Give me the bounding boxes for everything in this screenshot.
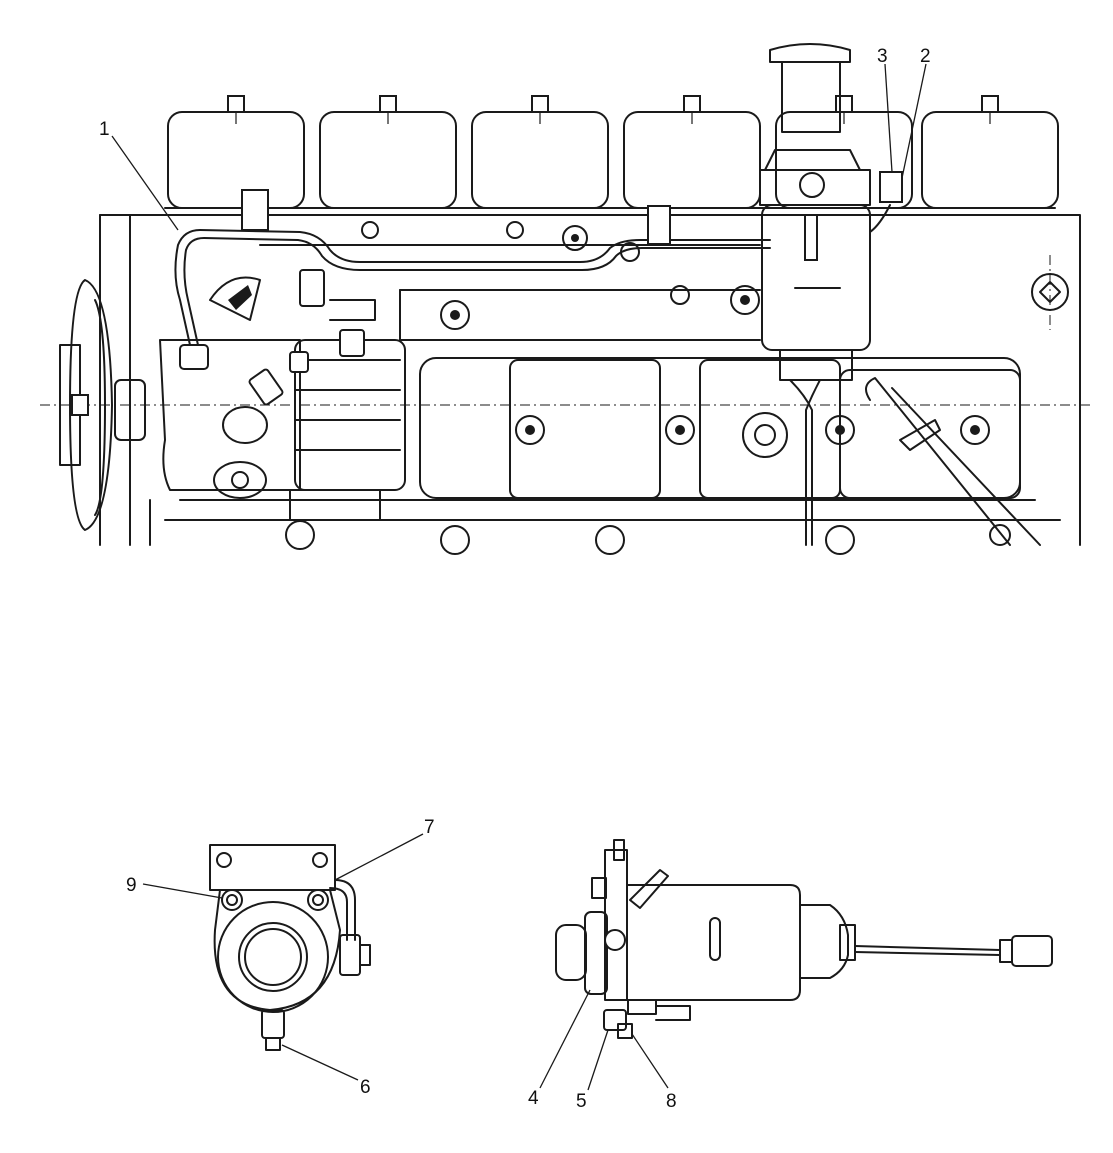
callout-label-5: 5 [576, 1091, 587, 1112]
engine-block [99, 207, 1081, 555]
coil-4 [623, 111, 761, 209]
callout-label-6: 6 [360, 1077, 371, 1098]
injection-pump [159, 269, 406, 521]
mount-bracket [209, 844, 336, 891]
sensor-wire [854, 945, 1001, 951]
filter-side-view: 4 5 8 [528, 839, 1053, 1112]
callout-3: 3 [877, 46, 893, 173]
coil-bolts [227, 95, 999, 124]
callout-label-4: 4 [528, 1088, 539, 1109]
callout-4: 4 [528, 989, 591, 1109]
filter-cap [769, 43, 851, 63]
filler-tube [865, 377, 1041, 546]
callout-label-7: 7 [424, 817, 435, 838]
callout-label-9: 9 [126, 875, 137, 896]
cylinder-coils [167, 95, 1059, 209]
callout-7: 7 [334, 817, 435, 881]
drain-knob [555, 924, 587, 981]
fuel-filter-assembly [759, 43, 903, 546]
coil-3 [471, 111, 609, 209]
callout-5: 5 [576, 1029, 609, 1112]
coil-2 [319, 111, 457, 209]
coil-6 [921, 111, 1059, 209]
fuel-pipe [174, 189, 771, 346]
callout-1: 1 [99, 119, 179, 231]
callout-9: 9 [126, 875, 223, 899]
callout-label-3: 3 [877, 46, 888, 67]
callout-2: 2 [901, 46, 931, 179]
crank-pulley [59, 279, 146, 531]
callout-label-8: 8 [666, 1091, 677, 1112]
callout-label-2: 2 [920, 46, 931, 67]
filter-bowl-side [626, 884, 801, 1001]
callout-6: 6 [281, 1044, 371, 1098]
callout-label-1: 1 [99, 119, 110, 140]
connector-plug [1011, 935, 1053, 967]
engine-assembly-view: 1 3 2 [40, 43, 1090, 555]
filter-head [604, 849, 628, 1001]
filter-head-front-view: 7 9 6 [126, 817, 435, 1098]
coil-1 [167, 111, 305, 209]
block-top-edge [99, 214, 1081, 546]
priming-lever [629, 869, 669, 909]
callout-8: 8 [631, 1033, 677, 1112]
